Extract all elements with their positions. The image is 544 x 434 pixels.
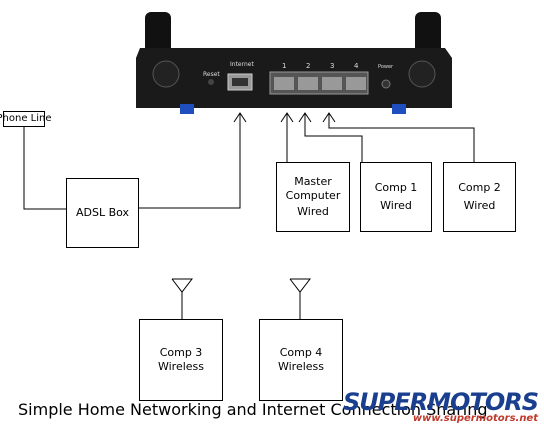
router-reset-button	[208, 79, 214, 85]
adsl-box: ADSL Box	[66, 178, 139, 248]
comp4-line1: Comp 4	[279, 346, 323, 359]
lan-port-2	[298, 77, 318, 90]
watermark-url: www.supermotors.net	[412, 413, 538, 424]
lan-port-1	[274, 77, 294, 90]
phone-line-box: Phone Line	[0, 111, 52, 127]
lan-port-4	[346, 77, 366, 90]
master-computer-line3: Wired	[297, 205, 329, 218]
comp4-box: Comp 4 Wireless	[259, 319, 343, 401]
connection-lines	[23, 112, 475, 319]
router-lan-ports	[269, 71, 369, 95]
comp4-line2: Wireless	[277, 360, 325, 373]
phone-line-label: Phone Line	[0, 113, 52, 124]
adsl-arrowhead	[233, 112, 247, 123]
master-arrowhead	[280, 112, 294, 123]
comp1-box: Comp 1 Wired	[360, 162, 432, 232]
watermark-logo: SUPERMOTORS www.supermotors.net	[342, 388, 539, 424]
comp1-link-line	[304, 114, 363, 162]
comp1-line2: Wired	[380, 199, 412, 212]
comp3-box: Comp 3 Wireless	[139, 319, 223, 401]
router-bump-left	[152, 60, 180, 88]
adsl-box-label: ADSL Box	[75, 206, 130, 219]
diagram-caption: Simple Home Networking and Internet Conn…	[18, 400, 488, 419]
router-port-number-1: 1	[282, 62, 286, 70]
lan-port-3	[322, 77, 342, 90]
comp3-antenna-icon	[171, 278, 194, 293]
router-foot-right	[392, 104, 406, 114]
watermark-brand: SUPERMOTORS	[342, 388, 539, 416]
router-power-jack	[381, 79, 391, 89]
comp2-box: Comp 2 Wired	[443, 162, 516, 232]
master-computer-line1: Master	[294, 175, 332, 188]
comp3-line1: Comp 3	[159, 346, 203, 359]
comp2-arrowhead	[322, 112, 336, 123]
router-power-label: Power	[378, 64, 394, 70]
master-computer-box: Master Computer Wired	[276, 162, 350, 232]
comp2-line2: Wired	[463, 199, 496, 212]
router-port-number-4: 4	[354, 62, 359, 70]
master-computer-line2: Computer	[285, 189, 341, 202]
router-foot-left	[180, 104, 194, 114]
comp1-arrowhead	[298, 112, 312, 123]
phone-line-connector	[23, 126, 66, 210]
router-reset-label: Reset	[203, 71, 220, 78]
comp1-line1: Comp 1	[374, 181, 418, 194]
router-bump-right	[408, 60, 436, 88]
router-port-number-2: 2	[306, 62, 310, 70]
router: Reset Internet 1 2 3 4 Power	[136, 12, 452, 114]
comp3-line2: Wireless	[157, 360, 205, 373]
comp4-antenna-icon	[289, 278, 312, 293]
router-internet-label: Internet	[230, 61, 254, 68]
comp2-line1: Comp 2	[458, 181, 501, 194]
adsl-uplink-line	[138, 114, 241, 209]
router-port-number-3: 3	[330, 62, 334, 70]
comp2-link-line	[328, 114, 475, 162]
